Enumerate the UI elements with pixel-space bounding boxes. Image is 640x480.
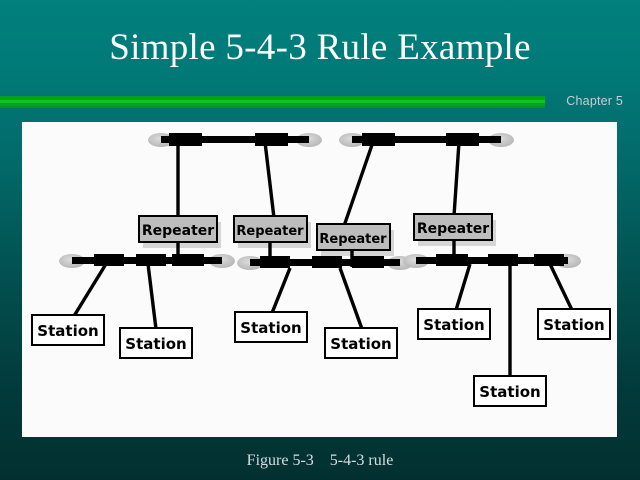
repeater-label-1: Repeater [142, 223, 214, 239]
tap-block [255, 133, 288, 146]
tap-block [488, 254, 518, 266]
tap-block [260, 256, 290, 268]
drop-lan-right-to-station-5 [454, 263, 472, 311]
station-label-2: Station [125, 335, 186, 353]
tap-block [436, 254, 468, 266]
divider-line-3 [0, 100, 545, 103]
station-node-1[interactable]: Station [31, 314, 105, 346]
repeater-node-3[interactable]: Repeater [316, 223, 391, 251]
drop-backbone-right-to-repeater-4 [452, 141, 461, 217]
drop-cable-layer [72, 141, 574, 377]
drop-lan-left-to-station-1 [72, 263, 108, 317]
tap-block [94, 254, 124, 266]
station-label-5: Station [423, 316, 484, 334]
station-node-2[interactable]: Station [119, 327, 193, 359]
tap-block [169, 133, 202, 146]
tap-block [352, 256, 384, 268]
divider-line-2 [0, 98, 545, 100]
repeater-node-2[interactable]: Repeater [233, 215, 308, 243]
divider-line-5 [0, 106, 545, 108]
backbone-segment-left [148, 133, 322, 147]
page-title: Simple 5-4-3 Rule Example [109, 27, 531, 68]
lan-segment-left [59, 254, 235, 268]
drop-lan-left-to-station-2 [146, 263, 158, 330]
bus-cable [161, 136, 309, 143]
station-node-7[interactable]: Station [473, 375, 547, 407]
tap-block [312, 256, 342, 268]
tap-block [362, 133, 395, 146]
station-label-1: Station [37, 322, 98, 340]
repeater-label-3: Repeater [319, 232, 387, 247]
station-label-6: Station [543, 316, 604, 334]
station-label-4: Station [330, 335, 391, 353]
repeater-label-4: Repeater [417, 221, 489, 237]
bus-cable [352, 136, 501, 143]
figure-caption: Figure 5-3 5-4-3 rule [246, 452, 394, 469]
tap-block [136, 254, 166, 266]
lan-segment-right [403, 254, 581, 268]
network-diagram: Repeater Repeater Repeater Repeater Stat… [31, 133, 611, 407]
drop-backbone-left-to-repeater-2 [263, 141, 276, 219]
figure-panel: Repeater Repeater Repeater Repeater Stat… [22, 122, 617, 437]
tap-block [446, 133, 479, 146]
station-node-3[interactable]: Station [234, 311, 308, 343]
drop-backbone-right-to-repeater-3 [342, 141, 375, 227]
repeater-node-4[interactable]: Repeater [413, 213, 493, 241]
divider-line-1 [0, 96, 545, 98]
divider-line-4 [0, 103, 545, 106]
station-label-7: Station [479, 383, 540, 401]
station-label-3: Station [240, 319, 301, 337]
tap-block [172, 254, 204, 266]
drop-lan-middle-to-station-3 [270, 267, 292, 314]
chapter-label: Chapter 5 [566, 94, 623, 108]
lan-segment-middle [237, 256, 413, 270]
tap-block [534, 254, 564, 266]
station-node-6[interactable]: Station [537, 308, 611, 340]
repeater-node-1[interactable]: Repeater [138, 215, 218, 243]
station-node-5[interactable]: Station [417, 308, 491, 340]
station-node-4[interactable]: Station [324, 327, 398, 359]
drop-lan-right-to-station-6 [548, 263, 574, 311]
repeater-label-2: Repeater [236, 224, 304, 239]
accent-divider-bar [0, 96, 545, 108]
backbone-segment-right [339, 133, 514, 147]
drop-lan-middle-to-station-4 [338, 267, 364, 330]
